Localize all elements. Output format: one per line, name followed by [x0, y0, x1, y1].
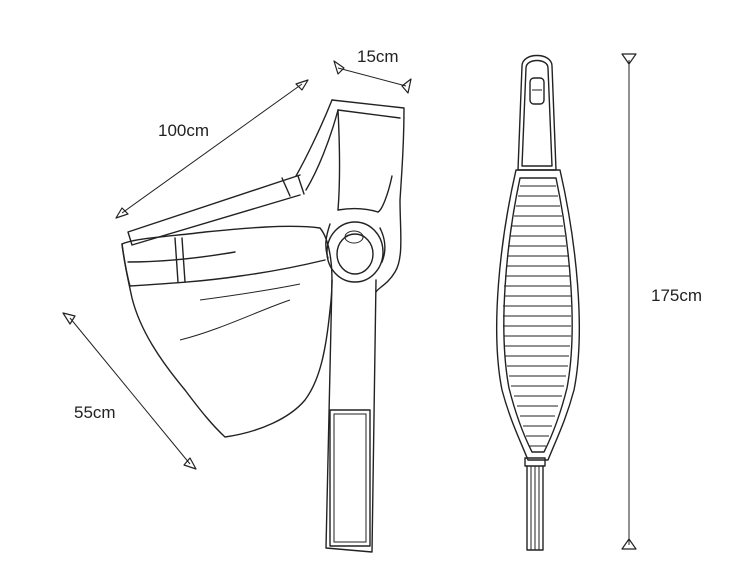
dimension-total-length: 175cm — [621, 53, 702, 550]
arrowhead-icon — [295, 79, 309, 91]
dimension-pouch-depth: 55cm — [62, 312, 197, 470]
arrowhead-icon — [401, 78, 412, 94]
label-pouch-depth: 55cm — [74, 403, 116, 422]
arrowhead-icon — [183, 457, 197, 470]
arrowhead-icon — [333, 60, 345, 75]
label-strap-width: 15cm — [357, 47, 399, 66]
arrowhead-icon — [621, 538, 637, 550]
arrowhead-icon — [115, 207, 129, 219]
arrowhead-icon — [621, 53, 637, 65]
label-total-length: 175cm — [651, 286, 702, 305]
sling-stripes — [503, 185, 571, 447]
dimension-strap-length: 100cm — [115, 79, 309, 219]
sling-flat-illustration — [496, 54, 580, 551]
label-strap-length: 100cm — [158, 121, 209, 140]
sling-worn-illustration — [121, 99, 405, 553]
arrowhead-icon — [62, 312, 76, 325]
dimension-strap-width: 15cm — [333, 47, 412, 94]
